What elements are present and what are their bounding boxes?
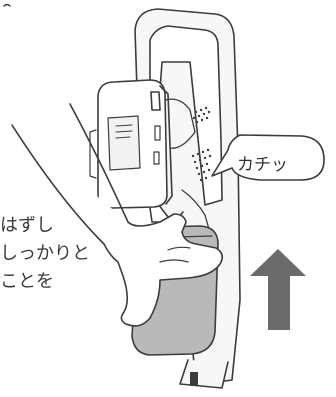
battery-pack — [89, 79, 173, 209]
vent-grille — [191, 106, 212, 182]
caption-line-3: ことを — [0, 271, 54, 292]
hand — [11, 124, 224, 327]
caption-line-1: はずし — [0, 215, 54, 236]
release-button — [150, 91, 161, 111]
up-arrow-icon — [250, 249, 306, 330]
callout-bubble — [211, 134, 325, 181]
lower-slot — [190, 372, 198, 386]
callout-label: カチッ — [237, 155, 288, 175]
corner-mark — [3, 3, 11, 7]
battery-label-panel — [107, 115, 141, 171]
caption-line-2: しっかりと — [0, 243, 90, 264]
